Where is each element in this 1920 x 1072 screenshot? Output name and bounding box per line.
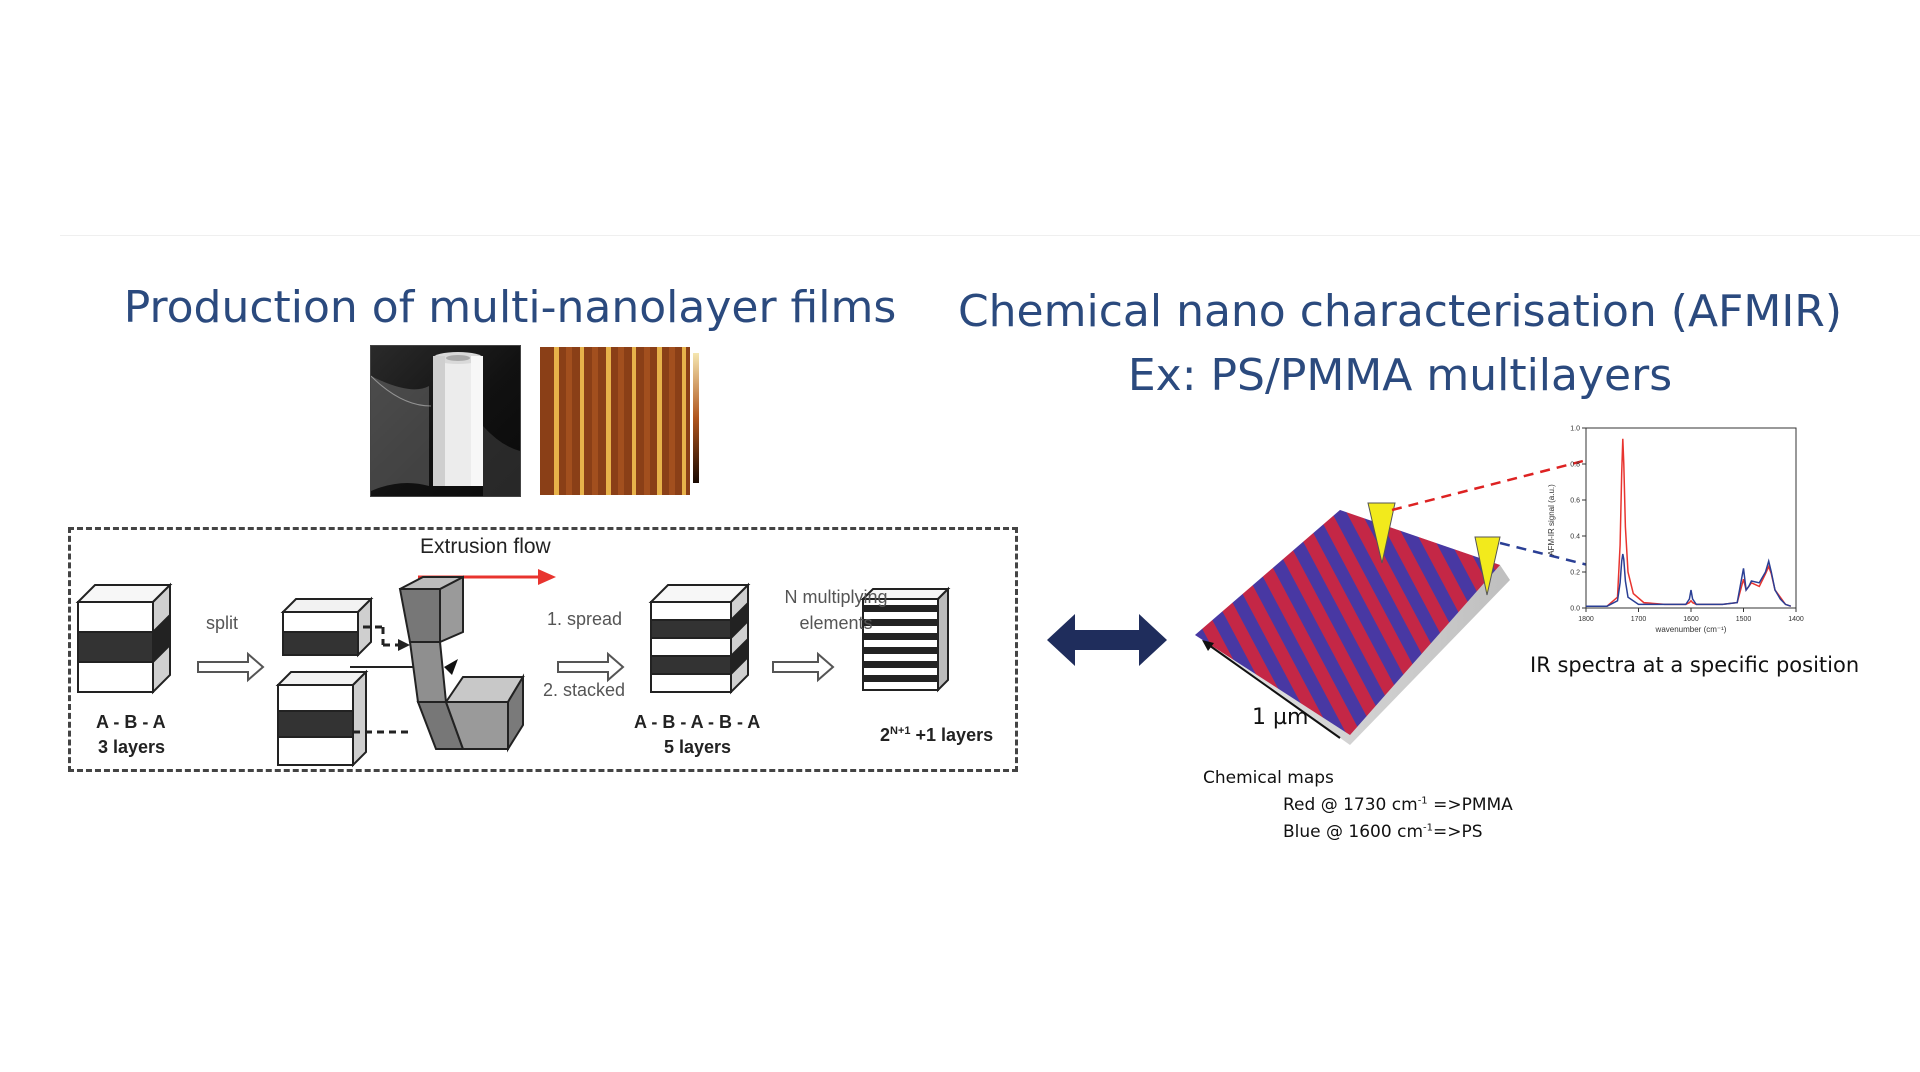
stage2-count: 5 layers bbox=[664, 737, 732, 757]
top-divider bbox=[60, 235, 1920, 236]
spread-label: 1. spread bbox=[547, 609, 623, 629]
afm-tip-icon bbox=[1367, 502, 1396, 564]
chemical-maps-red: Red @ 1730 cm-1 =>PMMA bbox=[1283, 795, 1513, 815]
extrusion-flow-label: Extrusion flow bbox=[420, 535, 551, 558]
afmir-chemical-map bbox=[1195, 502, 1510, 745]
x-axis-label: wavenumber (cm⁻¹) bbox=[1655, 625, 1727, 634]
y-tick-label: 0.8 bbox=[1570, 462, 1580, 469]
multilayer-process-diagram bbox=[75, 569, 951, 768]
spectra-caption: IR spectra at a specific position bbox=[1530, 653, 1860, 677]
y-tick-label: 0.2 bbox=[1570, 570, 1580, 577]
stage2-sequence: A - B - A - B - A bbox=[634, 712, 761, 732]
right-title-line1: Chemical nano characterisation (AFMIR) bbox=[957, 286, 1843, 337]
spectrum-series-1 bbox=[1586, 553, 1792, 607]
double-arrow-icon bbox=[1047, 614, 1167, 666]
chemical-maps-heading: Chemical maps bbox=[1203, 768, 1334, 788]
process-frame bbox=[68, 527, 1018, 772]
y-tick-label: 0.6 bbox=[1570, 498, 1580, 505]
y-tick-label: 0.0 bbox=[1570, 606, 1580, 613]
stacked-label: 2. stacked bbox=[543, 680, 626, 700]
y-axis-label: AFM-IR signal (a.u.) bbox=[1547, 484, 1556, 556]
x-tick-label: 1500 bbox=[1736, 616, 1752, 623]
left-title: Production of multi-nanolayer films bbox=[123, 282, 897, 333]
split-label: split bbox=[206, 613, 239, 633]
x-tick-label: 1800 bbox=[1578, 616, 1594, 623]
plot-frame bbox=[1585, 427, 1797, 609]
spectrum-series-0 bbox=[1586, 438, 1792, 607]
multiplying-label: N multiplying elements bbox=[784, 587, 888, 633]
stage3-count: 2N+1 +1 layers bbox=[880, 725, 994, 745]
stage1-sequence: A - B - A bbox=[96, 712, 166, 732]
stage1-count: 3 layers bbox=[98, 737, 166, 757]
x-tick-label: 1600 bbox=[1683, 616, 1699, 623]
ir-spectra-chart: 1800 1700 1600 1500 1400 0.0 0.2 0.4 0.6 0.8 1.0 A… bbox=[1547, 426, 1804, 635]
y-tick-label: 1.0 bbox=[1570, 426, 1580, 433]
afm-topography-image bbox=[536, 345, 704, 497]
film-roll-photo bbox=[370, 345, 521, 497]
right-title-line2: Ex: PS/PMMA multilayers bbox=[1127, 350, 1673, 401]
chemical-maps-blue: Blue @ 1600 cm-1=>PS bbox=[1283, 822, 1483, 842]
scale-label: 1 µm bbox=[1252, 705, 1309, 730]
y-tick-label: 0.4 bbox=[1570, 534, 1580, 541]
afm-tip-icon bbox=[1474, 536, 1501, 596]
x-tick-label: 1400 bbox=[1788, 616, 1804, 623]
x-tick-label: 1700 bbox=[1631, 616, 1647, 623]
